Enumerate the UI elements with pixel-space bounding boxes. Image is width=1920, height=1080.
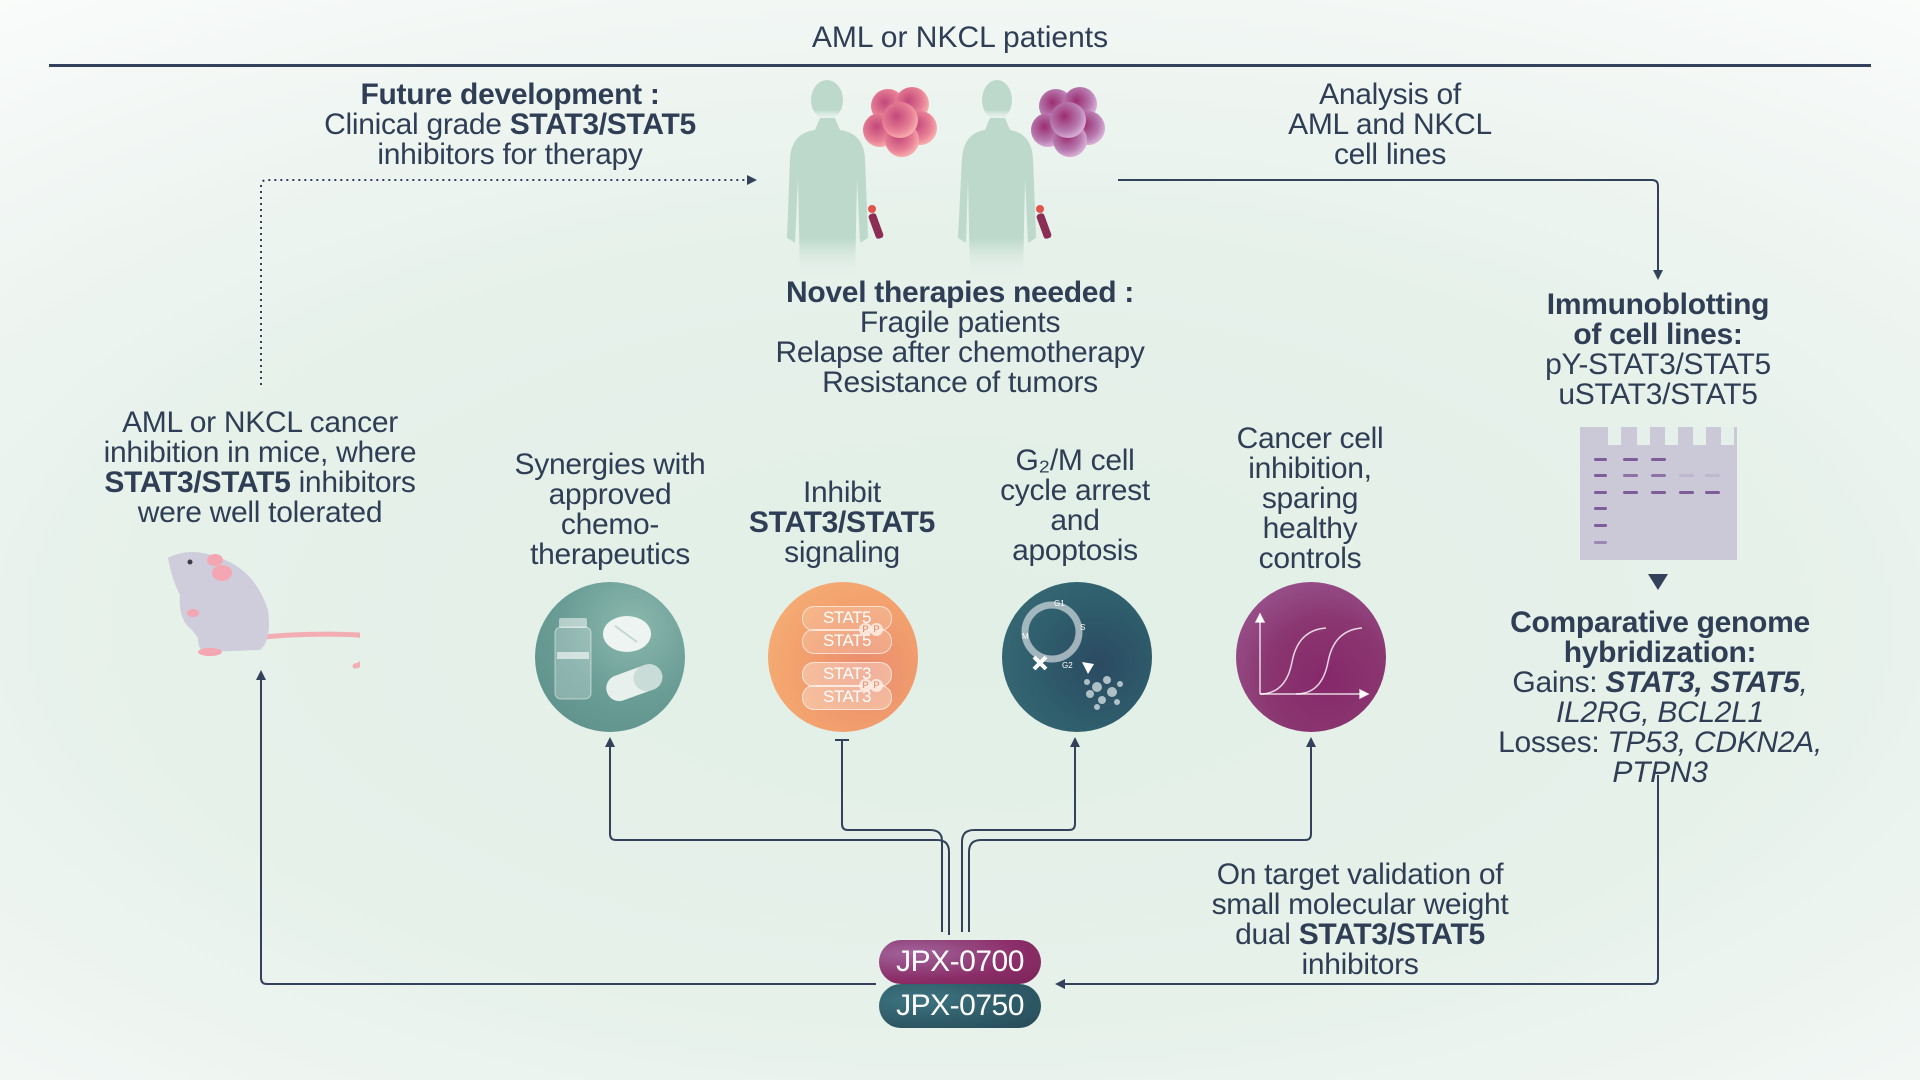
- mice-line: were well tolerated: [137, 496, 383, 529]
- effect-line: therapeutics: [530, 538, 690, 571]
- dose-response-icon: [1236, 582, 1386, 732]
- blood-tube-icon-2: [1036, 205, 1052, 239]
- cgh-title: hybridization:: [1563, 636, 1757, 669]
- validation-line: On target validation of: [1216, 858, 1504, 891]
- effect-line: signaling: [784, 536, 900, 569]
- branch-synergy-arrow: [605, 737, 950, 932]
- analysis-line: AML and NKCL: [1288, 108, 1492, 141]
- novel-therapy-item: Fragile patients: [859, 306, 1061, 339]
- effect-line: healthy: [1262, 512, 1358, 545]
- novel-therapies-text: Novel therapies needed : Fragile patient…: [730, 278, 1190, 398]
- effect-stat-label: STAT3/STAT5: [748, 506, 936, 539]
- immuno-line: uSTAT3/STAT5: [1558, 378, 1758, 411]
- patients-illustration: [787, 80, 1105, 278]
- effect-sparing-label: Cancer cell inhibition, sparing healthy …: [1190, 424, 1430, 574]
- cgh-to-compound-arrow: [1055, 775, 1659, 989]
- novel-therapies-title: Novel therapies needed :: [786, 276, 1134, 309]
- cell-cycle-icon: G1 S G2 M: [1002, 582, 1152, 732]
- future-line2: Clinical grade: [324, 108, 510, 141]
- western-blot-gel-icon: [1580, 427, 1737, 560]
- branch-inhibit-line: [841, 740, 943, 932]
- gains-genes: IL2RG, BCL2L1: [1556, 696, 1764, 729]
- immuno-title: Immunoblotting: [1546, 288, 1770, 321]
- branch-apoptosis-arrow: [961, 737, 1080, 932]
- effect-line: chemo-: [560, 508, 660, 541]
- blood-tube-icon: [868, 205, 884, 239]
- analysis-arrow: [1118, 179, 1663, 280]
- mice-line: inhibitors: [290, 466, 416, 499]
- effect-line: Synergies with: [514, 448, 706, 481]
- pink-cancer-cells-icon: [863, 87, 937, 157]
- gains-genes-bold: STAT3, STAT5: [1605, 666, 1800, 699]
- immuno-title: of cell lines:: [1573, 318, 1743, 351]
- losses-genes: TP53, CDKN2A,: [1607, 726, 1822, 759]
- phospho-icon: P: [859, 679, 872, 692]
- novel-therapy-item: Relapse after chemotherapy: [775, 336, 1145, 369]
- mice-line: inhibition in mice, where: [103, 436, 417, 469]
- effect-inhibit-label: Inhibit STAT3/STAT5 signaling: [722, 478, 962, 568]
- phospho-icon: P: [859, 623, 872, 636]
- stat-dimer-icon: STAT5 STAT5 P P STAT3 STAT3 P P: [768, 582, 918, 732]
- mice-stat-label: STAT3/STAT5: [104, 466, 291, 499]
- validation-stat-label: STAT3/STAT5: [1298, 918, 1485, 951]
- phase-g2: G2: [1062, 661, 1073, 670]
- phospho-icon: P: [870, 623, 883, 636]
- stat-pill: STAT3: [802, 685, 892, 710]
- compound-to-mouse-arrow: [256, 670, 876, 985]
- cgh-title: Comparative genome: [1510, 606, 1810, 639]
- effect-apoptosis-label: G₂/M cell cycle arrest and apoptosis: [955, 446, 1195, 566]
- effect-line: Cancer cell: [1236, 422, 1384, 455]
- validation-line: inhibitors: [1301, 948, 1419, 981]
- validation-text: On target validation of small molecular …: [1160, 860, 1560, 980]
- effect-line: inhibition,: [1248, 452, 1372, 485]
- analysis-line: cell lines: [1333, 138, 1447, 171]
- validation-line: small molecular weight: [1211, 888, 1509, 921]
- future-line3: inhibitors for therapy: [377, 138, 643, 171]
- compound-jpx-0750[interactable]: JPX-0750: [879, 984, 1041, 1028]
- drugs-icon: [535, 582, 685, 732]
- title-divider: [49, 64, 1871, 67]
- male-patient-icon: [787, 80, 868, 278]
- effect-line: Inhibit: [803, 476, 881, 509]
- analysis-text: Analysis of AML and NKCL cell lines: [1240, 80, 1540, 170]
- mice-line: AML or NKCL cancer: [122, 406, 398, 439]
- effect-line: approved: [548, 478, 672, 511]
- analysis-line: Analysis of: [1319, 78, 1461, 111]
- diagram-title: AML or NKCL patients: [811, 21, 1109, 54]
- cgh-text: Comparative genome hybridization: Gains:…: [1470, 608, 1850, 788]
- stat-pill: STAT5: [802, 606, 892, 631]
- female-patient-icon: [958, 80, 1036, 278]
- effect-line: and: [1050, 504, 1100, 537]
- phase-g1: G1: [1054, 599, 1065, 608]
- future-development-text: Future development : Clinical grade STAT…: [290, 80, 730, 170]
- immuno-line: pY-STAT3/STAT5: [1545, 348, 1771, 381]
- effect-line: sparing: [1261, 482, 1359, 515]
- effect-line: cycle arrest: [1000, 474, 1150, 507]
- novel-therapy-item: Resistance of tumors: [822, 366, 1098, 399]
- immunoblotting-text: Immunoblotting of cell lines: pY-STAT3/S…: [1508, 290, 1808, 410]
- phase-s: S: [1080, 623, 1085, 632]
- branch-sparing-arrow: [968, 737, 1316, 932]
- purple-cancer-cells-icon: [1031, 87, 1105, 157]
- losses-label: Losses:: [1498, 726, 1608, 759]
- effect-line: apoptosis: [1012, 534, 1138, 567]
- mouse-icon: [168, 552, 360, 669]
- future-dev-arrow: [260, 175, 757, 385]
- compound-jpx-0700[interactable]: JPX-0700: [879, 940, 1041, 984]
- effect-line: G₂/M cell: [1015, 444, 1135, 477]
- gains-label: Gains:: [1512, 666, 1606, 699]
- immuno-to-cgh-arrow: [1648, 574, 1668, 590]
- losses-genes: PTPN3: [1612, 756, 1708, 789]
- future-title: Future development :: [360, 78, 660, 111]
- stat-pill: STAT5: [802, 629, 892, 654]
- effect-line: controls: [1258, 542, 1362, 575]
- gains-comma: ,: [1799, 666, 1808, 699]
- validation-line: dual: [1235, 918, 1299, 951]
- phase-m: M: [1022, 632, 1029, 641]
- phospho-icon: P: [870, 679, 883, 692]
- effect-synergy-label: Synergies with approved chemo- therapeut…: [490, 450, 730, 570]
- future-stat-label: STAT3/STAT5: [509, 108, 696, 141]
- mice-text: AML or NKCL cancer inhibition in mice, w…: [60, 408, 460, 528]
